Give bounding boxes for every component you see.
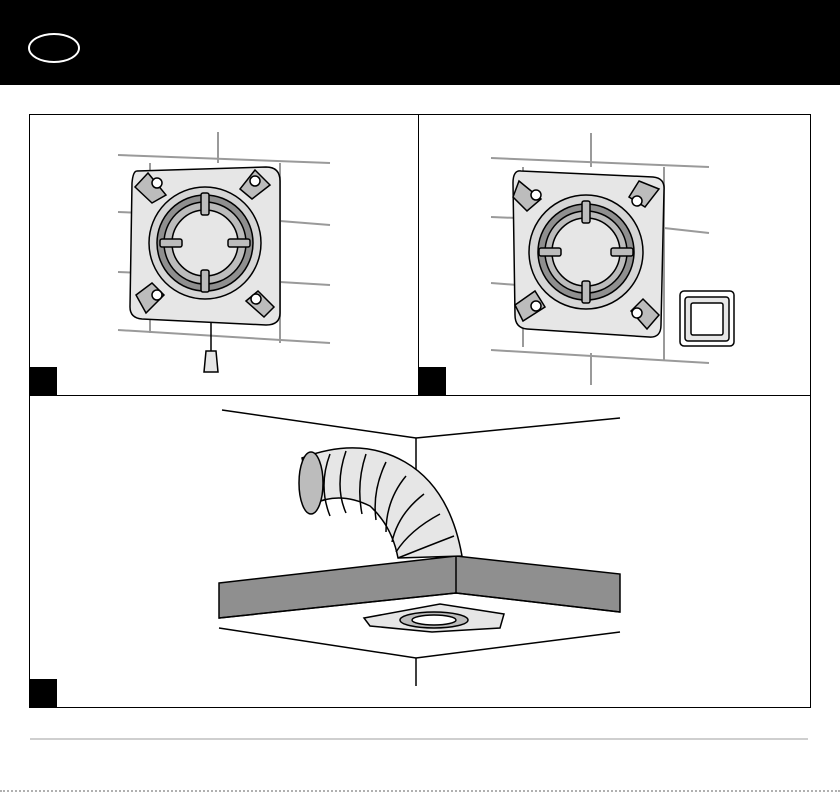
flexible-duct [299,448,462,558]
panel-tag-b [418,367,446,395]
panel-tag-c [29,679,57,707]
panel-tag-a [29,367,57,395]
ceiling-slab [219,556,620,658]
ceiling-fan-duct-illustration [30,396,810,707]
language-badge [28,33,80,63]
footer-rule [30,738,808,740]
fan-body [513,171,664,337]
header-bar [0,0,840,85]
wall-fan-pull-cord-illustration [30,115,418,395]
pull-cord [204,322,218,372]
ceiling-fan-grille [364,604,504,632]
wall-fan-switch-illustration [419,115,809,395]
fan-body [130,167,280,325]
page-edge-dotted [0,790,840,792]
wall-switch-icon [680,291,734,346]
